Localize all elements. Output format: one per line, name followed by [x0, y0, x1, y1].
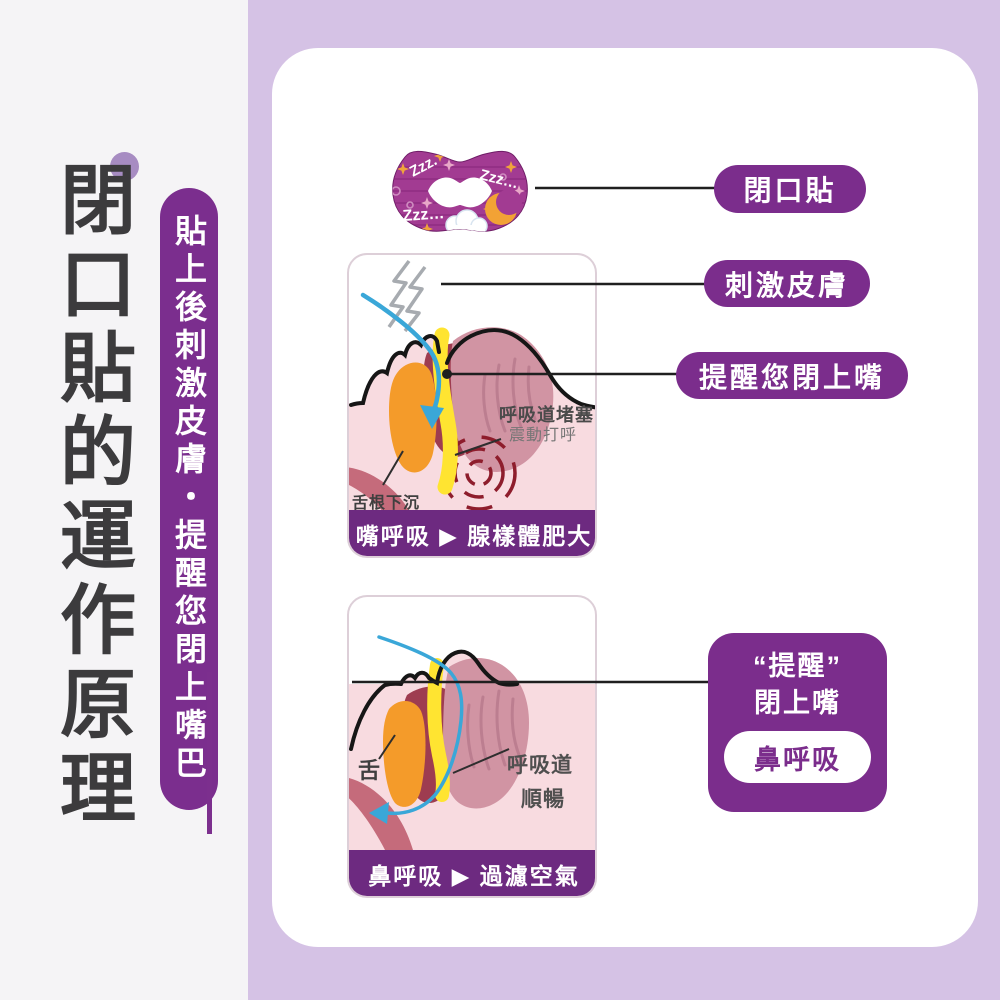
decorative-dot — [110, 152, 139, 181]
neck-band — [349, 467, 411, 514]
lips-cutout — [428, 177, 492, 208]
result-line2: 閉上嘴 — [754, 688, 841, 718]
airway-band-blocked — [432, 327, 458, 495]
pointer-lines — [382, 438, 502, 486]
tongue — [383, 700, 426, 807]
label-airway-open-line2: 順暢 — [521, 788, 565, 811]
moon-icon — [485, 189, 522, 225]
mouth-card-caption: 嘴呼吸 ▶ 腺樣體肥大 — [349, 510, 595, 556]
result-box: “提醒” 閉上嘴 鼻呼吸 — [708, 633, 887, 812]
airflow-arrowhead — [420, 405, 444, 429]
label-airway-open-line1: 呼吸道 — [507, 754, 573, 777]
airflow-line-nose — [377, 635, 464, 816]
result-line1: “提醒” — [753, 651, 842, 681]
callout-remind-close-mouth: 提醒您閉上嘴 — [676, 352, 908, 399]
label-tongue-sinks: 舌根下沉 — [352, 495, 421, 512]
airflow-arrowhead — [369, 802, 389, 824]
nose-breathing-diagram — [349, 635, 595, 850]
mouth-breathing-card: 呼吸道堵塞 震動打呼 舌根下沉 嘴呼吸 ▶ 腺樣體肥大 — [347, 253, 597, 558]
patch-zzz-bottom: Zzz… — [402, 205, 445, 225]
label-airway-blocked: 呼吸道堵塞 — [499, 405, 594, 425]
pointer-lines — [378, 734, 510, 774]
page-title: 閉口貼的運作原理 — [48, 160, 133, 832]
cheek-mass — [450, 327, 554, 472]
nose-card-caption: 鼻呼吸 ▶ 過濾空氣 — [349, 850, 595, 896]
cheek-wrinkles — [482, 357, 537, 433]
cheek-mass — [443, 658, 529, 809]
nose-breathing-card: 舌 呼吸道 順暢 鼻呼吸 ▶ 過濾空氣 — [347, 595, 597, 898]
decorative-vertical-line — [207, 672, 212, 834]
label-tongue: 舌 — [358, 758, 381, 783]
mouth-patch-illustration: Zzz. Zzz… Zzz… — [392, 150, 528, 232]
airflow-arrow-mouth — [360, 292, 442, 415]
label-vibration-snore: 震動打呼 — [509, 427, 578, 444]
cheek-wrinkles — [466, 689, 521, 771]
mouth-breathing-diagram — [349, 259, 595, 514]
callout-stimulate-skin: 刺激皮膚 — [704, 260, 870, 307]
tongue — [389, 362, 437, 473]
result-nose-breathing-pill: 鼻呼吸 — [724, 731, 871, 783]
callout-patch: 閉口貼 — [714, 165, 866, 213]
lightning-icon — [387, 259, 427, 333]
